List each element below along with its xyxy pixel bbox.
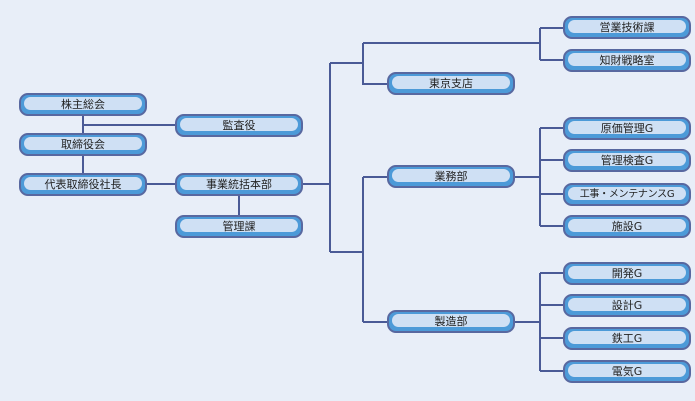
node-management: 管理課 <box>175 215 303 238</box>
node-label: 鉄工G <box>611 332 643 345</box>
node-label: 管理課 <box>222 220 256 233</box>
node-label: 監査役 <box>222 119 256 132</box>
node-facilities: 施設G <box>563 215 691 238</box>
node-label: 取締役会 <box>61 138 105 151</box>
node-development: 開発G <box>563 262 691 285</box>
node-label: 設計G <box>611 299 643 312</box>
node-auditor: 監査役 <box>175 114 303 137</box>
node-label: 製造部 <box>434 315 468 328</box>
node-label: 東京支店 <box>429 77 473 90</box>
node-label: 営業技術課 <box>599 21 655 34</box>
node-label: 開発G <box>611 267 643 280</box>
node-electrical: 電気G <box>563 360 691 383</box>
node-construction: 工事・メンテナンスG <box>563 183 691 206</box>
node-board: 取締役会 <box>19 133 147 156</box>
node-label: 工事・メンテナンスG <box>579 189 675 200</box>
node-label: 業務部 <box>434 170 468 183</box>
node-design: 設計G <box>563 294 691 317</box>
node-label: 電気G <box>611 365 643 378</box>
node-inspection: 管理検査G <box>563 149 691 172</box>
node-president: 代表取締役社長 <box>19 173 147 196</box>
node-label: 管理検査G <box>600 154 654 167</box>
node-ip-strategy: 知財戦略室 <box>563 49 691 72</box>
node-cost-mgmt: 原価管理G <box>563 117 691 140</box>
node-label: 代表取締役社長 <box>44 178 122 191</box>
node-business-hq: 事業統括本部 <box>175 173 303 196</box>
node-label: 株主総会 <box>61 98 105 111</box>
node-operations: 業務部 <box>387 165 515 188</box>
node-shareholders: 株主総会 <box>19 93 147 116</box>
node-label: 知財戦略室 <box>599 54 655 67</box>
node-label: 事業統括本部 <box>206 178 272 191</box>
node-ironwork: 鉄工G <box>563 327 691 350</box>
node-label: 施設G <box>611 220 643 233</box>
node-manufacturing: 製造部 <box>387 310 515 333</box>
node-tokyo-branch: 東京支店 <box>387 72 515 95</box>
node-label: 原価管理G <box>600 122 654 135</box>
node-sales-tech: 営業技術課 <box>563 16 691 39</box>
